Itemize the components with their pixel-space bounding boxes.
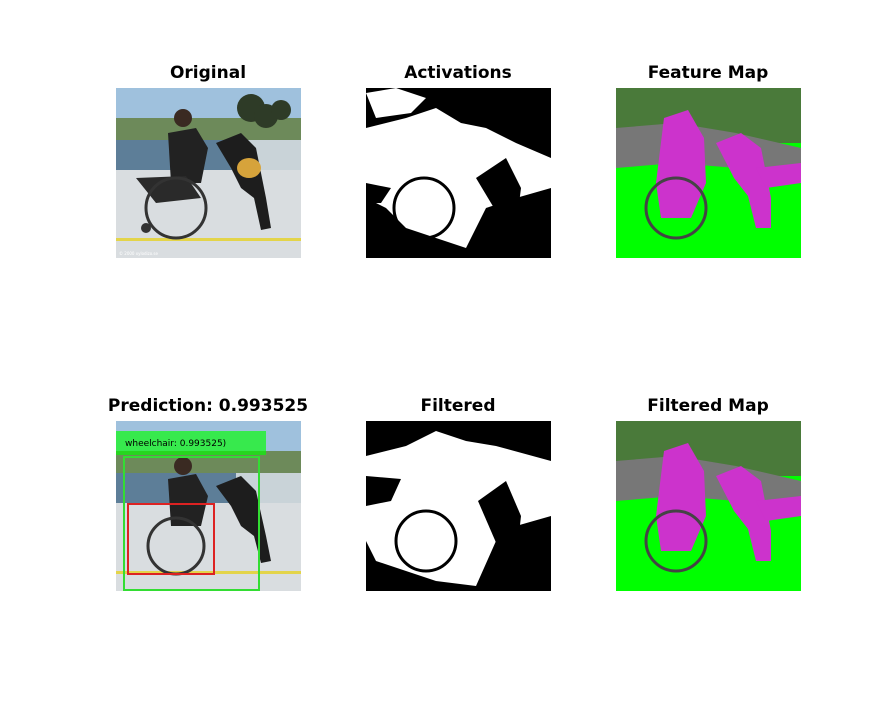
detection-label: wheelchair: 0.993525) (125, 439, 226, 449)
panel-title-feature-map: Feature Map (647, 63, 769, 83)
panel-title-prediction: Prediction: 0.993525 (107, 396, 309, 416)
detection-box-wheelchair (123, 456, 260, 591)
watermark: © 2000 xylodizo.se (119, 251, 158, 256)
panel-title-original: Original (169, 63, 247, 83)
panel-title-activations: Activations (404, 63, 512, 83)
original-image: © 2000 xylodizo.se (116, 88, 301, 258)
detection-box-inner (127, 503, 215, 575)
activations-image (366, 88, 551, 258)
filtered-map-image (616, 421, 801, 591)
filtered-image (366, 421, 551, 591)
panel-title-filtered: Filtered (420, 396, 496, 416)
panel-title-filtered-map: Filtered Map (647, 396, 769, 416)
feature-map-image (616, 88, 801, 258)
prediction-image: wheelchair: 0.993525) (116, 421, 301, 591)
